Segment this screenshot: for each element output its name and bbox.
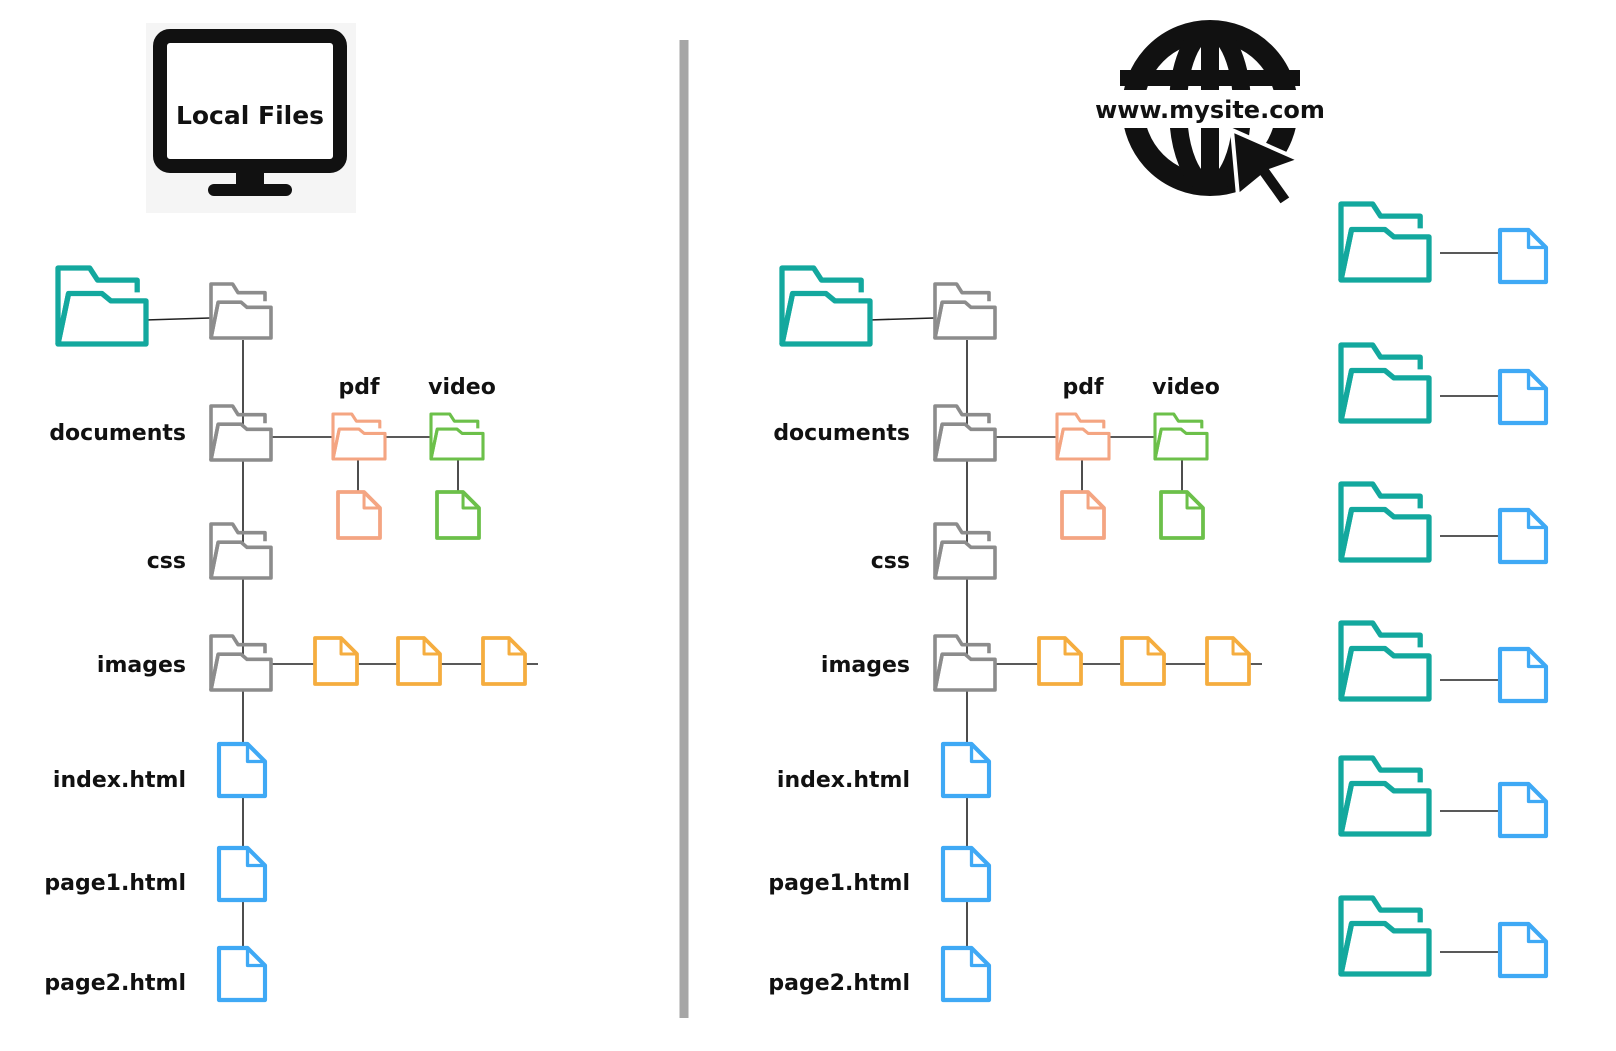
label-index-html: index.html — [777, 768, 910, 793]
label-pdf: pdf — [1062, 375, 1103, 400]
site-html-file-icon — [1497, 781, 1549, 839]
site-root-folder-icon — [1338, 342, 1432, 424]
remote-tree-labels: documents css images index.html page1.ht… — [768, 375, 1219, 996]
site-url: www.mysite.com — [1095, 96, 1325, 124]
site-root-folder-icon — [1338, 755, 1432, 837]
local-files-title: Local Files — [176, 101, 324, 130]
pdf-file-icon — [1060, 490, 1106, 540]
site-folder-icon — [933, 282, 997, 340]
root-folder-icon — [779, 265, 873, 347]
pdf-folder-icon — [331, 412, 387, 461]
html-file-icon — [216, 945, 268, 1003]
label-images: images — [821, 653, 910, 678]
site-folder-icon — [209, 282, 273, 340]
documents-folder-icon — [209, 404, 273, 462]
images-folder-icon — [933, 634, 997, 692]
label-images: images — [97, 653, 186, 678]
label-page1-html: page1.html — [44, 871, 186, 896]
site-list-connectors — [1440, 252, 1510, 953]
image-file-icon — [481, 636, 527, 686]
label-pdf: pdf — [338, 375, 379, 400]
site-root-folder-icon — [1338, 620, 1432, 702]
label-documents: documents — [773, 421, 910, 446]
video-folder-icon — [1153, 412, 1209, 461]
video-file-icon — [1159, 490, 1205, 540]
site-html-file-icon — [1497, 368, 1549, 426]
video-file-icon — [435, 490, 481, 540]
pdf-folder-icon — [1055, 412, 1111, 461]
site-root-folder-icon — [1338, 201, 1432, 283]
pdf-file-icon — [336, 490, 382, 540]
html-file-icon — [940, 945, 992, 1003]
site-html-file-icon — [1497, 646, 1549, 704]
html-file-icon — [940, 845, 992, 903]
site-html-file-icon — [1497, 921, 1549, 979]
label-page2-html: page2.html — [768, 971, 910, 996]
label-index-html: index.html — [53, 768, 186, 793]
image-file-icon — [1037, 636, 1083, 686]
label-page1-html: page1.html — [768, 871, 910, 896]
globe-icon — [1085, 20, 1337, 196]
css-folder-icon — [209, 522, 273, 580]
image-file-icon — [1120, 636, 1166, 686]
monitor-icon — [146, 23, 356, 213]
label-video: video — [428, 375, 496, 400]
label-css: css — [871, 549, 910, 574]
images-folder-icon — [209, 634, 273, 692]
label-css: css — [147, 549, 186, 574]
video-folder-icon — [429, 412, 485, 461]
image-file-icon — [1205, 636, 1251, 686]
image-file-icon — [396, 636, 442, 686]
html-file-icon — [216, 845, 268, 903]
label-video: video — [1152, 375, 1220, 400]
site-root-folder-icon — [1338, 481, 1432, 563]
documents-folder-icon — [933, 404, 997, 462]
site-html-file-icon — [1497, 227, 1549, 285]
cursor-icon — [1229, 126, 1306, 209]
html-file-icon — [940, 741, 992, 799]
css-folder-icon — [933, 522, 997, 580]
site-root-folder-icon — [1338, 895, 1432, 977]
label-page2-html: page2.html — [44, 971, 186, 996]
image-file-icon — [313, 636, 359, 686]
root-folder-icon — [55, 265, 149, 347]
html-file-icon — [216, 741, 268, 799]
local-tree-labels: documents css images index.html page1.ht… — [44, 375, 495, 996]
site-html-file-icon — [1497, 507, 1549, 565]
icon-layer — [55, 201, 1549, 1003]
label-documents: documents — [49, 421, 186, 446]
